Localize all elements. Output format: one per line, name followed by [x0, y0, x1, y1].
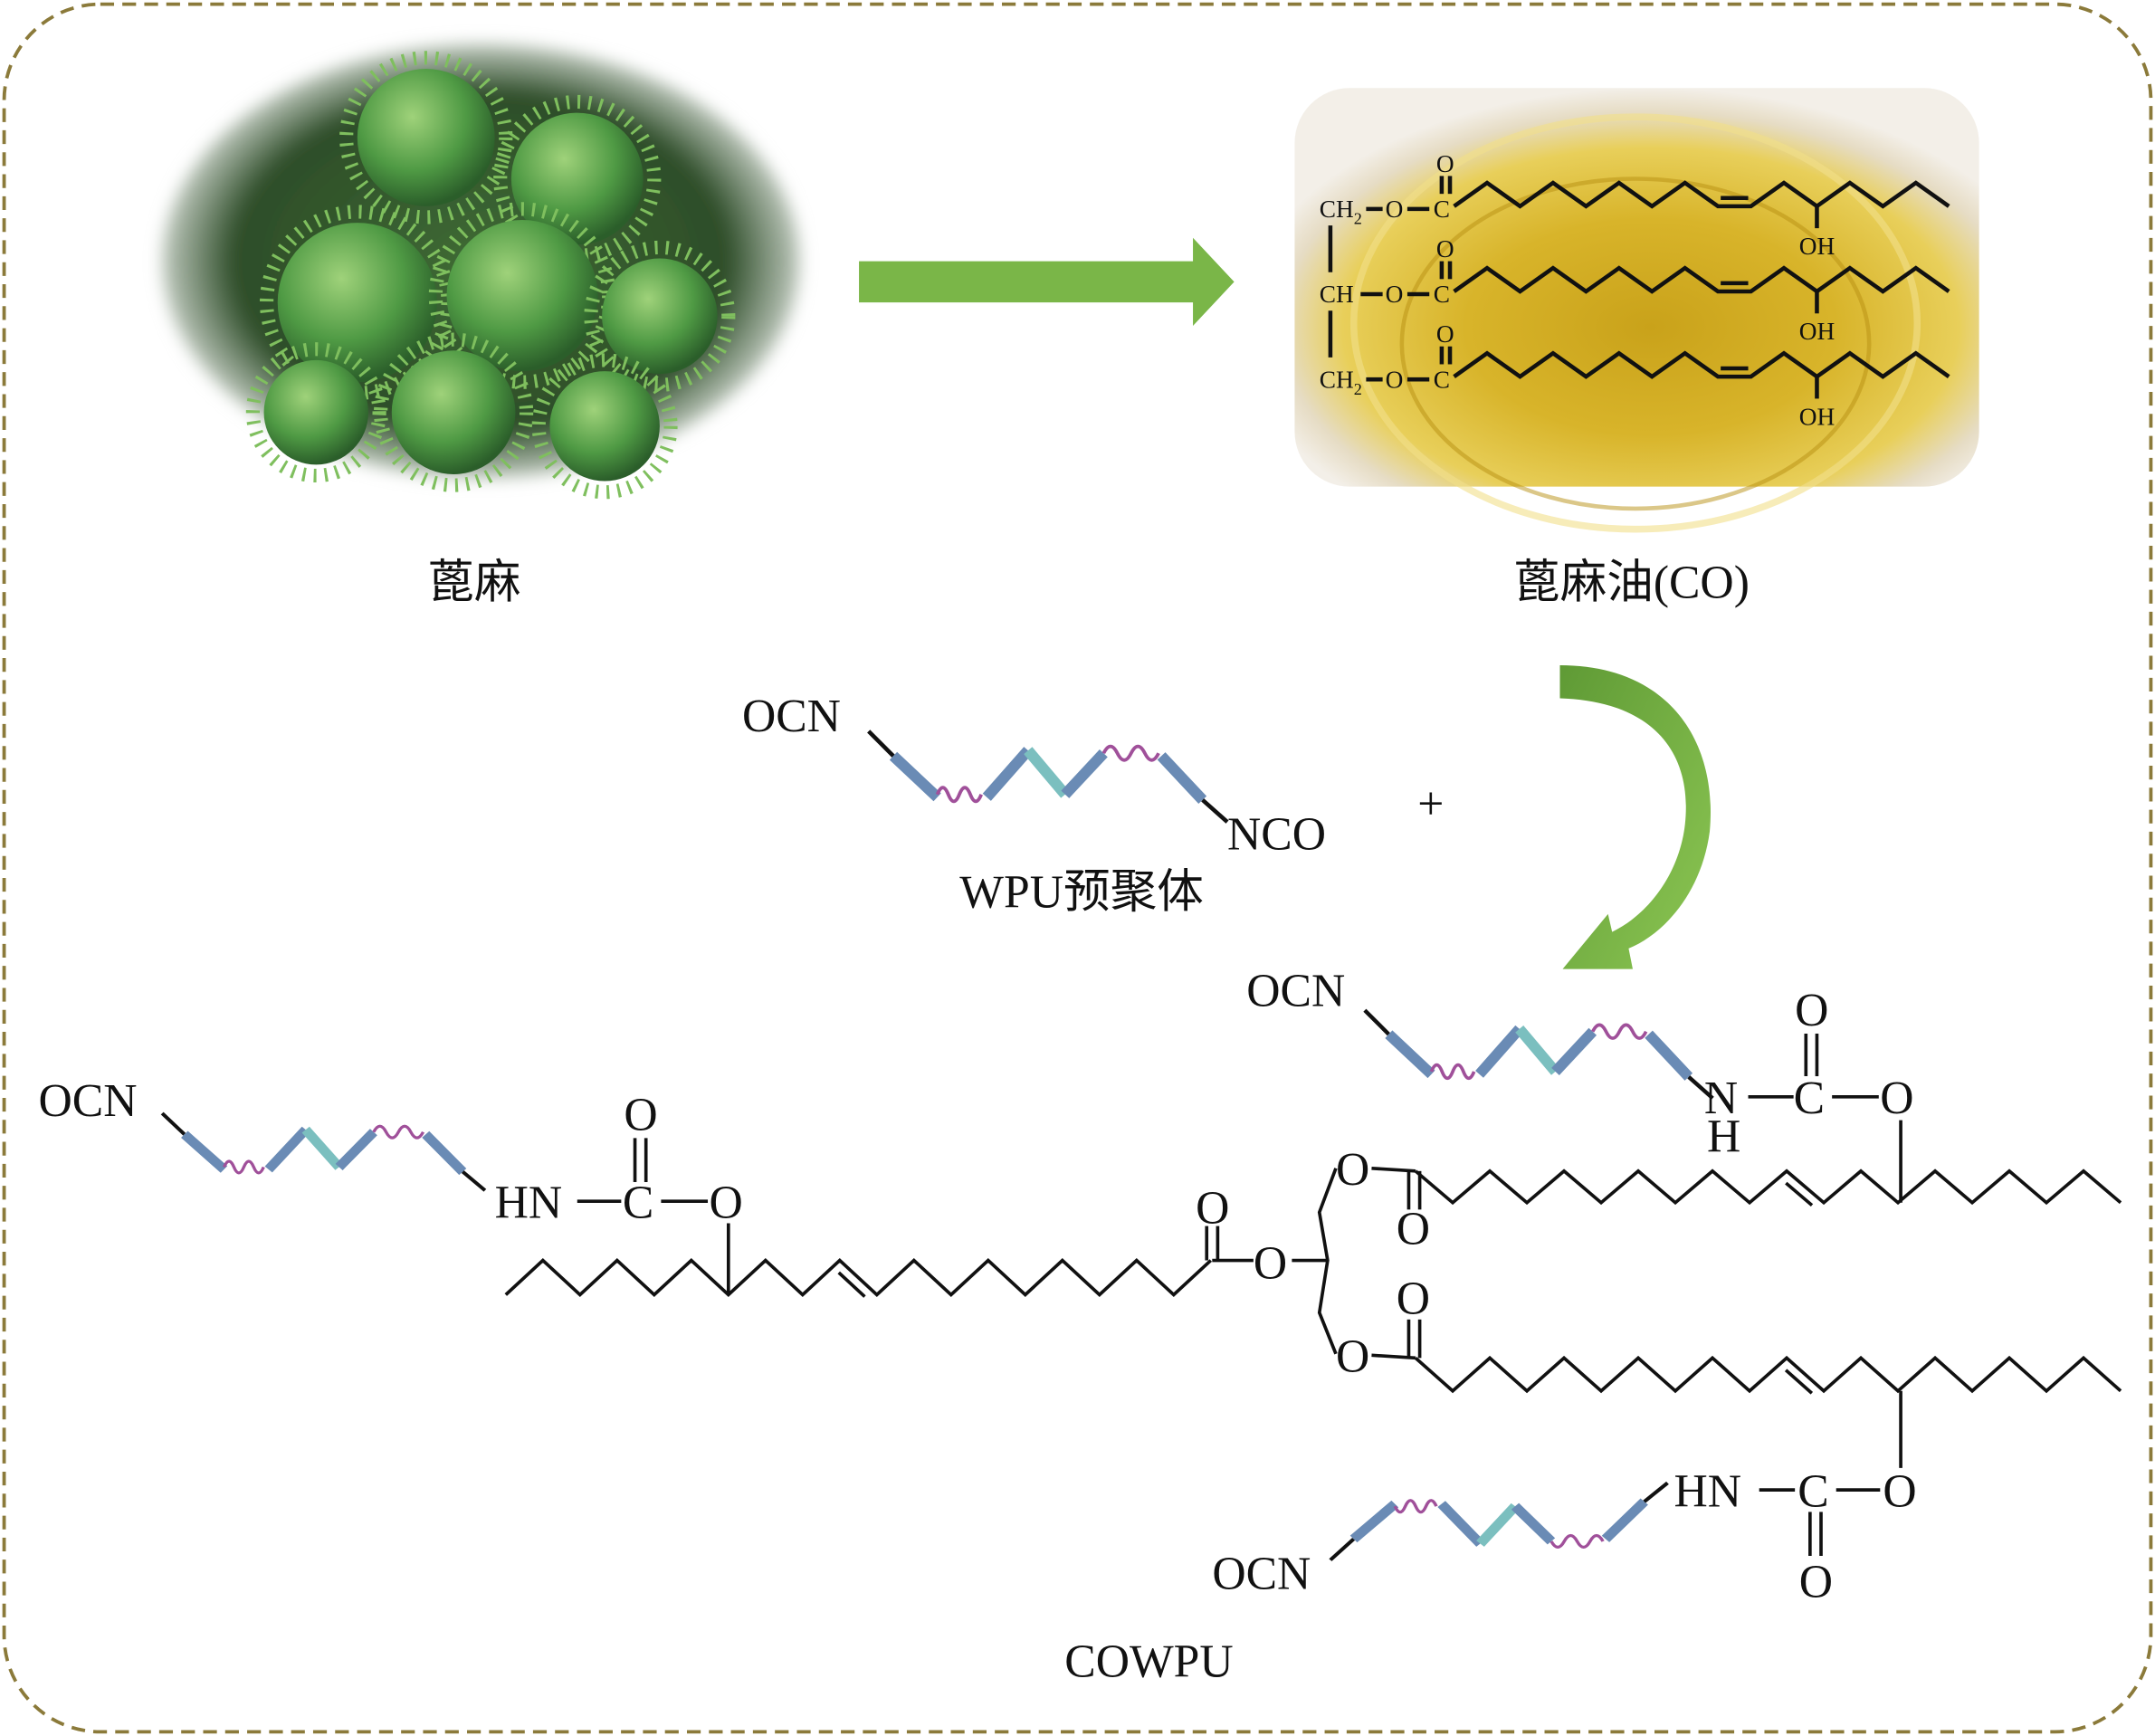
castor-oil-label: 蓖麻油(CO) [1513, 558, 1750, 609]
o-atom: O [1397, 1203, 1430, 1254]
curved-arrow-icon [1559, 665, 1712, 969]
o-atom: O [1880, 1073, 1913, 1124]
castor-fruit [584, 240, 736, 392]
nco-group: NCO [1227, 809, 1326, 861]
o-atom: O [1336, 1331, 1369, 1383]
c-atom: C [1794, 1073, 1825, 1124]
castor-fruit [374, 332, 534, 492]
n-atom: N [1704, 1073, 1738, 1124]
castor-plant-label: 蓖麻 [427, 558, 520, 609]
o-atom: O [1436, 150, 1454, 177]
o-atom: O [1799, 1557, 1833, 1608]
o-atom: O [1386, 196, 1404, 223]
o-atom: O [1883, 1465, 1916, 1517]
o-atom: O [710, 1177, 743, 1228]
c-atom: C [1434, 366, 1450, 393]
o-atom: O [1336, 1144, 1369, 1196]
castor-plant-image [162, 43, 800, 500]
c-atom: C [1797, 1465, 1828, 1517]
o-atom: O [1254, 1237, 1287, 1289]
fatty-chain [1453, 350, 1950, 379]
arrow-right-icon [859, 237, 1235, 326]
o-atom: O [1397, 1273, 1430, 1325]
fatty-chain [1453, 180, 1950, 209]
castor-fruit [531, 353, 678, 500]
prepolymer-label: WPU预聚体 [959, 866, 1204, 918]
h-atom: H [1707, 1111, 1740, 1163]
o-atom: O [1795, 985, 1828, 1036]
o-atom: O [1436, 320, 1454, 348]
o-atom: O [1436, 235, 1454, 262]
cowpu-structure: OCN N H C O O OCN HN C O O O O O O O [39, 966, 2122, 1608]
o-atom: O [1386, 366, 1404, 393]
cowpu-label: COWPU [1064, 1636, 1233, 1688]
fatty-chain [1414, 1168, 2122, 1206]
castor-oil-image [1294, 88, 1979, 533]
o-atom: O [624, 1089, 657, 1140]
fatty-chain [1414, 1355, 2122, 1394]
fatty-chain [504, 1258, 1213, 1297]
plus-sign: + [1417, 778, 1444, 830]
ocn-group: OCN [742, 691, 841, 742]
c-atom: C [623, 1177, 653, 1228]
ocn-group: OCN [1246, 966, 1345, 1017]
ocn-group: OCN [39, 1075, 138, 1127]
hn-group: HN [1674, 1465, 1742, 1517]
ocn-group: OCN [1212, 1548, 1311, 1599]
c-atom: C [1434, 196, 1450, 223]
castor-fruit [245, 342, 386, 483]
fatty-chain [1453, 265, 1950, 294]
o-atom: O [1196, 1183, 1229, 1235]
oh-group: OH [1799, 318, 1835, 345]
castor-fruit [339, 51, 513, 224]
hn-group: HN [495, 1177, 563, 1228]
ch-group: CH [1320, 281, 1354, 308]
oh-group: OH [1799, 233, 1835, 260]
oh-group: OH [1799, 403, 1835, 430]
o-atom: O [1386, 281, 1404, 308]
c-atom: C [1434, 281, 1450, 308]
